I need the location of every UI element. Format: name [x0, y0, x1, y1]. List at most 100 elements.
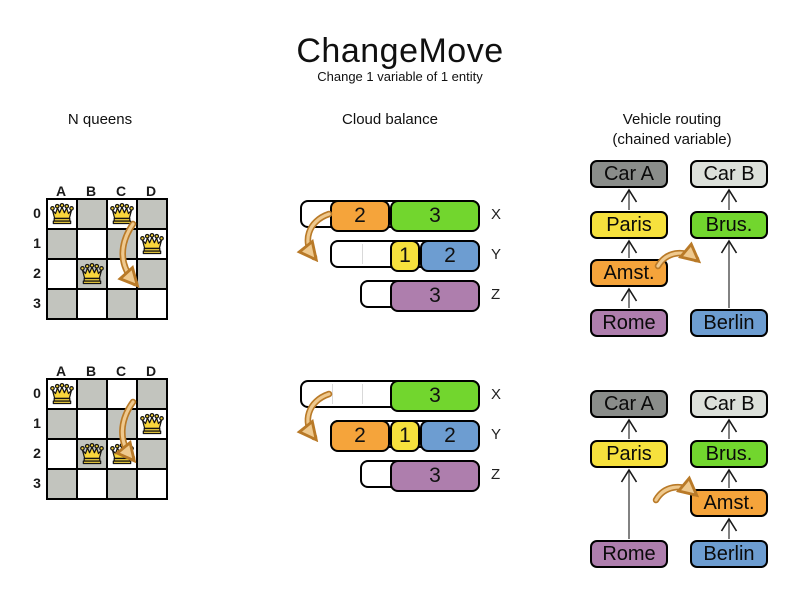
- chain-arrowhead: [620, 468, 638, 483]
- vehicle-node: Car B: [690, 390, 768, 418]
- board-row: [47, 289, 167, 319]
- queen-icon: [109, 441, 135, 467]
- board-row: [47, 229, 167, 259]
- vehicle-node: Rome: [590, 309, 668, 337]
- board-row: [47, 469, 167, 499]
- cloud-row-label: Z: [491, 286, 501, 303]
- board-cell: [137, 409, 167, 439]
- cloud-computer-bar: 3: [300, 380, 480, 412]
- cloud-process-block: 1: [390, 420, 420, 452]
- queen-icon: [139, 231, 165, 257]
- board-cell: [77, 199, 107, 229]
- board-corner: [28, 363, 46, 378]
- board-cell: [77, 439, 107, 469]
- chain-arrowhead: [720, 418, 738, 433]
- queen-icon: [49, 381, 75, 407]
- cloud-process-block: 2: [420, 240, 480, 272]
- board-cell: [107, 469, 137, 499]
- chain-arrowhead: [620, 239, 638, 254]
- vehicle-node: Car A: [590, 390, 668, 418]
- cloud-unit-divider: [362, 244, 363, 264]
- board-row: [47, 439, 167, 469]
- board-cell: [47, 199, 77, 229]
- board-cell: [137, 229, 167, 259]
- board-row-label: 2: [33, 445, 41, 461]
- cloud-unit-divider: [332, 384, 333, 404]
- vehicle-node: Brus.: [690, 211, 768, 239]
- board-cell: [107, 259, 137, 289]
- queen-icon: [79, 261, 105, 287]
- board-cell: [77, 469, 107, 499]
- cloud-process-block: 3: [390, 460, 480, 492]
- section-title-cloud: Cloud balance: [342, 111, 438, 128]
- board-cell: [107, 229, 137, 259]
- vehicle-node: Car A: [590, 160, 668, 188]
- board-col-label: C: [115, 363, 127, 379]
- chain-arrowhead: [720, 517, 738, 532]
- section-title-nqueens: N queens: [67, 111, 133, 128]
- vehicle-node: Berlin: [690, 540, 768, 568]
- board-col-label: D: [145, 183, 157, 199]
- cloud-unit-divider: [362, 384, 363, 404]
- move-arrow-cloud-after: [308, 390, 333, 437]
- vehicle-node: Amst.: [590, 259, 668, 287]
- cloud-process-block: 1: [390, 240, 420, 272]
- board-cell: [107, 199, 137, 229]
- cloud-process-block: 3: [390, 200, 480, 232]
- board-row-label: 2: [33, 265, 41, 281]
- queen-icon: [139, 411, 165, 437]
- board-corner: [28, 183, 46, 198]
- cloud-process-block: 2: [420, 420, 480, 452]
- board-cell: [77, 379, 107, 409]
- board-cell: [77, 229, 107, 259]
- board-cell: [107, 379, 137, 409]
- board-cell: [47, 259, 77, 289]
- board-col-label: C: [115, 183, 127, 199]
- chain-arrowhead: [720, 468, 738, 483]
- board-grid: [46, 198, 168, 320]
- queen-icon: [79, 441, 105, 467]
- board-cell: [77, 289, 107, 319]
- chain-arrowhead: [720, 188, 738, 203]
- board-row-label: 0: [33, 205, 41, 221]
- chain-arrowhead: [620, 188, 638, 203]
- vehicle-node: Amst.: [690, 489, 768, 517]
- board-cell: [47, 439, 77, 469]
- board-row-label: 1: [33, 235, 41, 251]
- board-cell: [137, 439, 167, 469]
- section-title-vehicle: Vehicle routing: [622, 111, 722, 128]
- board-cell: [137, 199, 167, 229]
- cloud-process-block: 2: [330, 200, 390, 232]
- cloud-row-label: Y: [491, 426, 502, 443]
- board-cell: [47, 409, 77, 439]
- vehicle-node: Paris: [590, 440, 668, 468]
- cloud-process-block: 2: [330, 420, 390, 452]
- cloud-computer-bar: 3: [360, 280, 480, 312]
- page-title: ChangeMove: [296, 32, 504, 70]
- board-cell: [47, 469, 77, 499]
- board-cell: [77, 259, 107, 289]
- board-cell: [47, 289, 77, 319]
- board-col-label: A: [55, 183, 67, 199]
- cloud-process-block: 3: [390, 280, 480, 312]
- board-cell: [137, 469, 167, 499]
- page-subtitle: Change 1 variable of 1 entity: [317, 69, 483, 84]
- board-cell: [137, 379, 167, 409]
- board-cell: [137, 259, 167, 289]
- vehicle-node: Car B: [690, 160, 768, 188]
- vehicle-node: Brus.: [690, 440, 768, 468]
- cloud-row-label: X: [491, 206, 502, 223]
- board-col-label: B: [85, 183, 97, 199]
- board-cell: [47, 379, 77, 409]
- section-subtitle-vehicle: (chained variable): [612, 131, 732, 148]
- chain-arrowhead: [720, 239, 738, 254]
- board-cell: [77, 409, 107, 439]
- chain-connectors: [620, 188, 738, 539]
- vehicle-node: Berlin: [690, 309, 768, 337]
- board-cell: [107, 439, 137, 469]
- cloud-row-label: Y: [491, 246, 502, 263]
